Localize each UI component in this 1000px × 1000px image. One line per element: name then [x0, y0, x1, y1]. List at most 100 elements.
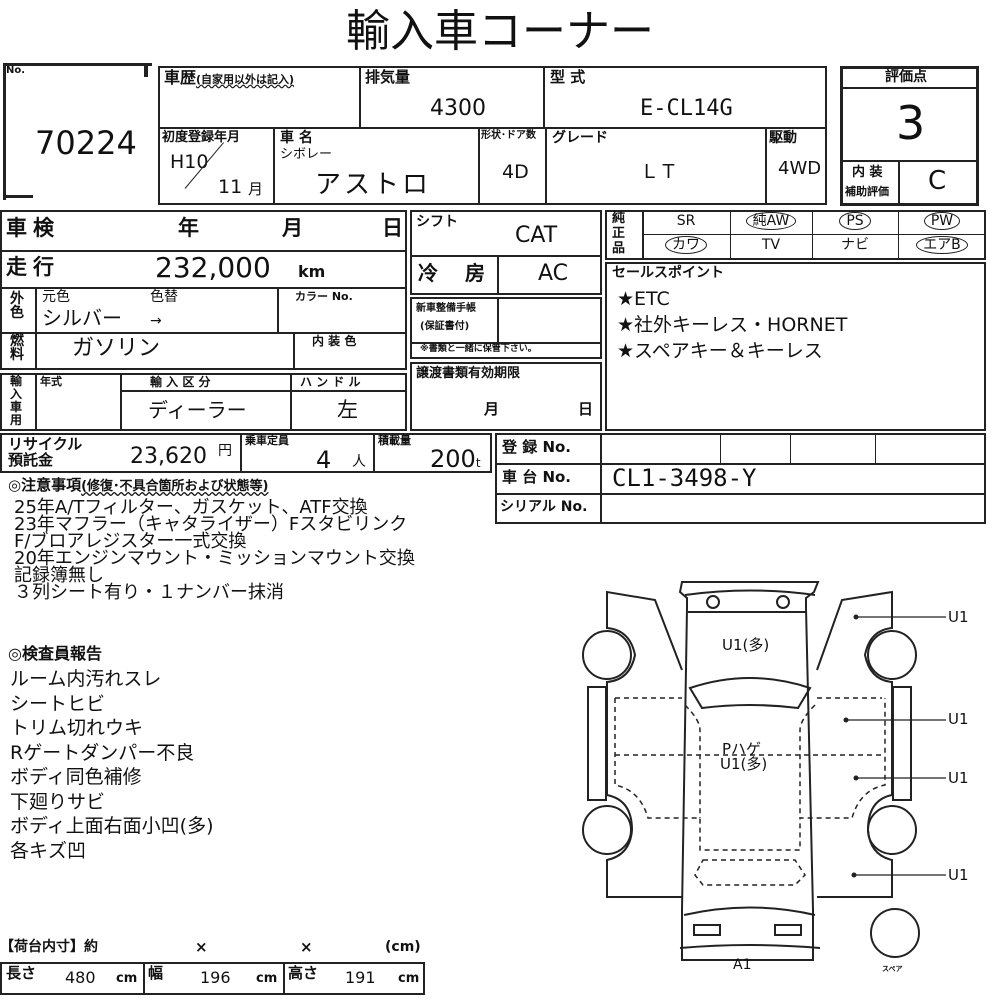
- inspector-line: ボディ同色補修: [10, 766, 142, 788]
- fuel-label: 燃料: [10, 333, 24, 363]
- damage-label-front: A1: [733, 957, 752, 973]
- model-label: 型 式: [550, 68, 586, 86]
- damage-label-right: U1: [948, 769, 969, 787]
- times-sign: ×: [195, 938, 208, 956]
- times-sign: ×: [300, 938, 313, 956]
- mileage-value: 232,000: [155, 251, 271, 284]
- recycle-value: 23,620: [130, 444, 207, 469]
- transfer-cell: [410, 362, 602, 431]
- notes-list: 25年A/Tフィルター、ガスケット、ATF交換 23年マフラー（キャタライザー）…: [14, 497, 415, 603]
- transfer-label: 譲渡書類有効期限: [416, 366, 521, 381]
- displacement-label: 排気量: [365, 68, 411, 86]
- ac-label: 冷 房: [418, 261, 495, 285]
- car-maker: シボレー: [280, 147, 333, 162]
- score-label: 評価点: [885, 69, 927, 85]
- options-label: 純正品: [612, 211, 626, 256]
- note-line: 記録簿無し: [14, 565, 104, 586]
- month-unit: 月: [248, 180, 264, 198]
- score-box: [840, 66, 979, 206]
- service-book-cell: [410, 297, 602, 359]
- note-line: 25年A/Tフィルター、ガスケット、ATF交換: [14, 497, 368, 518]
- yen-unit: 円: [218, 443, 232, 459]
- grade-label: グレード: [552, 130, 608, 146]
- cargo-dimensions: [0, 962, 425, 995]
- doors-label: 形状･ドア数: [481, 130, 536, 141]
- inspection-month: 月: [282, 216, 303, 240]
- damage-label-roof: U1(多): [720, 755, 768, 773]
- capacity-unit: 人: [352, 454, 366, 470]
- side-step-right: [892, 686, 912, 801]
- inspector-line: ボディ上面右面小凹(多): [10, 815, 214, 837]
- wheel-icon: [867, 630, 917, 680]
- note-line: F/ブロアレジスター一式交換: [14, 531, 247, 552]
- doors-right: [816, 590, 893, 898]
- note-line: 23年マフラー（キャタライザー）Fスタビリンク: [14, 514, 408, 535]
- color-change-label: 色替: [150, 289, 178, 305]
- import-type-value: ディーラー: [148, 398, 247, 422]
- damage-label-right: U1: [948, 710, 969, 728]
- option-selected: 純AW: [730, 212, 812, 230]
- inspector-line: ルーム内汚れスレ: [10, 668, 162, 690]
- reg-no-label: 登 録 No.: [502, 438, 572, 456]
- orig-color-label: 元色: [42, 289, 70, 305]
- capacity-value: 4: [316, 446, 332, 474]
- ac-value: AC: [538, 261, 569, 286]
- load-label: 積載量: [378, 434, 411, 447]
- damage-label-right: U1: [948, 866, 969, 884]
- model-value: E-CL14G: [640, 96, 733, 121]
- drive-value: 4WD: [778, 158, 822, 179]
- damage-label-roof: Pハゲ: [722, 740, 762, 758]
- cargo-label: 【荷台内寸】約: [0, 939, 98, 955]
- first-reg-label: 初度登録年月: [162, 130, 241, 145]
- doors-value: 4D: [502, 161, 529, 183]
- shift-value: CAT: [515, 223, 558, 248]
- interior-sub: 補助評価: [845, 185, 889, 198]
- option-selected: エアB: [898, 236, 986, 254]
- sales-points-list: ★ETC ★社外キーレス・HORNET ★スペアキー＆キーレス: [617, 286, 847, 364]
- damage-label-right: U1: [948, 608, 969, 626]
- score-value: 3: [896, 96, 926, 150]
- transfer-day: 日: [578, 400, 594, 418]
- interior-label: 内 装: [852, 165, 883, 180]
- notes-header: ◎注意事項(修復･不具合箇所および状態等): [8, 476, 269, 494]
- option-unselected: SR: [676, 213, 696, 229]
- drive-label: 駆動: [769, 130, 797, 146]
- arrow-icon: →: [150, 313, 162, 329]
- page-title: 輸入車コーナー: [346, 6, 654, 57]
- import-block: [0, 373, 407, 431]
- doors-left: [606, 590, 683, 898]
- interior-score: C: [928, 166, 947, 196]
- service-book-note: ※書類と一緒に保管下さい。: [420, 344, 537, 354]
- car-name: アストロ: [315, 170, 432, 200]
- options-table: [605, 210, 986, 260]
- side-step-left: [587, 686, 607, 801]
- spare-tire-icon: [870, 908, 920, 958]
- shift-label: シフト: [416, 214, 458, 230]
- interior-color-cell: [293, 332, 407, 370]
- sales-point: ★社外キーレス・HORNET: [617, 314, 848, 336]
- history-label: 車歴(自家用以外は記入): [164, 68, 295, 87]
- mileage-label: 走行: [6, 255, 60, 279]
- chassis-no: CL1-3498-Y: [612, 464, 757, 492]
- lot-number: 70224: [35, 124, 137, 162]
- sales-points-label: セールスポイント: [612, 265, 724, 281]
- capacity-label: 乗車定員: [245, 434, 289, 447]
- exterior-label: 外色: [10, 291, 24, 321]
- option-unselected: TV: [761, 237, 781, 253]
- import-label: 輸入車用: [10, 374, 23, 427]
- color-no-label: カラー No.: [295, 290, 353, 303]
- note-line: ３列シート有り・１ナンバー抹消: [14, 582, 284, 603]
- chassis-no-label: 車 台 No.: [502, 468, 572, 486]
- grade-value: ＬＴ: [640, 161, 679, 183]
- recycle-label: リサイクル預託金: [8, 435, 83, 469]
- wheel-icon: [867, 805, 917, 855]
- inspector-line: トリム切れウキ: [10, 717, 144, 739]
- sales-point: ★ETC: [617, 288, 670, 310]
- service-book-label: 新車整備手帳: [416, 303, 476, 314]
- service-book-sub: (保証書付): [420, 321, 470, 332]
- note-line: 20年エンジンマウント・ミッションマウント交換: [14, 548, 415, 569]
- first-reg-year: H10: [170, 151, 209, 173]
- wheel-icon: [582, 630, 632, 680]
- inspector-header: ◎検査員報告: [8, 644, 102, 663]
- ac-cell: [410, 255, 602, 295]
